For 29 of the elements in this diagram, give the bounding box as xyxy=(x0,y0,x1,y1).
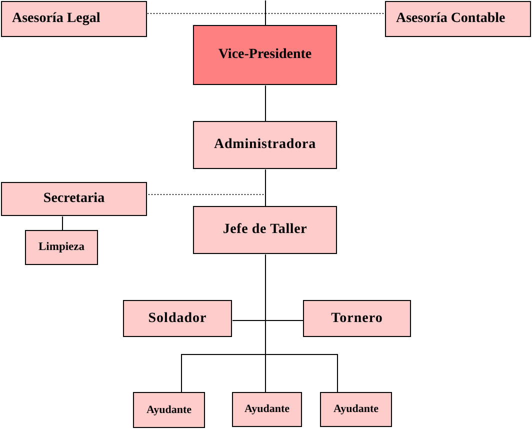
position-title: Asesoría Contable xyxy=(396,11,506,27)
position-title: Ayudante xyxy=(244,403,290,416)
position-title: Ayudante xyxy=(146,404,192,416)
connector-line xyxy=(265,169,266,207)
position-box xyxy=(25,230,98,265)
position-title: Asesoría Legal xyxy=(12,11,100,27)
position-title: Tornero xyxy=(331,310,383,326)
position-box xyxy=(1,182,147,216)
position-box xyxy=(193,25,337,85)
position-box xyxy=(320,392,392,427)
position-box xyxy=(133,392,205,428)
connector-line xyxy=(62,216,63,231)
position-box xyxy=(1,1,147,37)
position-box xyxy=(193,121,337,169)
connector-line xyxy=(265,0,266,26)
position-box xyxy=(123,300,232,337)
position-title: Vice-Presidente xyxy=(218,47,312,63)
position-title: Administradora xyxy=(214,137,316,153)
position-title: Jefe de Taller xyxy=(222,222,308,238)
position-title: Limpieza xyxy=(38,241,84,254)
position-box xyxy=(193,206,337,254)
position-title: Soldador xyxy=(148,310,207,326)
position-box xyxy=(303,300,411,337)
connector-line xyxy=(265,85,266,122)
connector-line xyxy=(265,254,338,393)
position-box xyxy=(232,392,302,427)
position-title: Ayudante xyxy=(333,403,379,416)
position-title: Secretaria xyxy=(43,191,105,207)
position-box xyxy=(385,1,531,37)
